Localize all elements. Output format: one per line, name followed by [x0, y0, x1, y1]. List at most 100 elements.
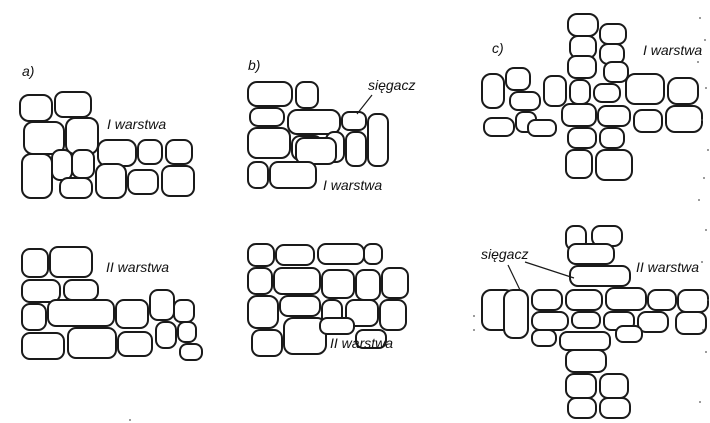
stone	[527, 119, 557, 137]
stone	[67, 327, 117, 359]
stone	[59, 177, 93, 199]
stone	[247, 127, 291, 159]
stone	[161, 165, 195, 197]
scan-speck	[701, 261, 703, 263]
stone	[647, 289, 677, 311]
stone	[675, 311, 707, 335]
stone	[149, 289, 175, 321]
stone	[677, 289, 709, 313]
panel-c-callout-label: sięgacz	[481, 246, 528, 262]
stone	[319, 317, 355, 335]
stone	[599, 373, 629, 399]
stone	[21, 248, 49, 278]
stone	[569, 79, 591, 105]
stone	[483, 117, 515, 137]
scan-speck	[705, 351, 707, 353]
stone	[165, 139, 193, 165]
stone	[97, 139, 137, 167]
stone	[509, 91, 541, 111]
panel-b-callout-label: sięgacz	[368, 77, 415, 93]
panel-c-callout-leader-2	[524, 261, 575, 279]
stone-group-c-upper	[481, 13, 703, 181]
stone	[295, 137, 337, 165]
panel-a-upper-layer-label: I warstwa	[107, 116, 166, 132]
stone	[565, 349, 607, 373]
scan-speck	[704, 39, 706, 41]
stone	[19, 94, 53, 122]
panel-c-lower-layer-label: II warstwa	[636, 259, 699, 275]
stone	[593, 83, 621, 103]
stone	[637, 311, 669, 333]
stone	[561, 103, 597, 127]
stone	[381, 267, 409, 299]
scan-speck	[473, 329, 475, 331]
stone	[137, 139, 163, 165]
stone	[567, 13, 599, 37]
stone	[275, 244, 315, 266]
panel-a-lower-layer-label: II warstwa	[106, 259, 169, 275]
stone	[21, 303, 47, 331]
stone	[345, 299, 379, 327]
stone	[247, 243, 275, 267]
scan-speck	[699, 17, 701, 19]
stone-group-a-lower	[21, 246, 203, 361]
stone	[481, 73, 505, 109]
stone	[543, 75, 567, 107]
stone	[531, 311, 569, 331]
stone	[667, 77, 699, 105]
stone	[597, 105, 631, 127]
panel-b-lower-layer-label: II warstwa	[330, 335, 393, 351]
stone	[363, 243, 383, 265]
stone	[633, 109, 663, 133]
stone	[367, 113, 389, 167]
stone	[567, 243, 615, 265]
stone	[23, 121, 65, 155]
stone	[599, 397, 631, 419]
scan-speck	[703, 177, 705, 179]
stone	[127, 169, 159, 195]
stone-group-c-lower	[481, 225, 709, 419]
stone	[117, 331, 153, 357]
stone	[341, 111, 367, 131]
stone	[565, 373, 597, 399]
stone	[247, 161, 269, 189]
scan-speck	[705, 87, 707, 89]
stone-group-b-lower	[247, 243, 409, 357]
stone	[54, 91, 92, 118]
stone	[71, 149, 95, 179]
stone	[505, 67, 531, 91]
stone	[21, 279, 61, 303]
stone	[599, 127, 625, 149]
stone	[65, 117, 99, 155]
scan-specks	[129, 17, 709, 421]
panel-a-label: a)	[22, 63, 34, 79]
stone	[283, 317, 327, 355]
stone	[565, 149, 593, 179]
scan-speck	[702, 329, 704, 331]
stone	[569, 265, 631, 287]
stone	[603, 61, 629, 83]
stone	[287, 109, 341, 135]
stone	[317, 243, 365, 265]
stone	[95, 163, 127, 199]
stone	[21, 332, 65, 360]
panel-c-callout-leader-1	[507, 264, 521, 291]
stone	[355, 269, 381, 301]
scan-speck	[707, 299, 709, 301]
stone	[173, 299, 195, 323]
scan-speck	[698, 199, 700, 201]
stone	[531, 329, 557, 347]
stone	[177, 321, 197, 343]
panel-c-upper-layer-label: I warstwa	[643, 42, 702, 58]
stone	[625, 73, 665, 105]
scan-speck	[705, 229, 707, 231]
stone	[247, 81, 293, 107]
panel-c-label: c)	[492, 40, 504, 56]
scan-speck	[129, 419, 131, 421]
scan-speck	[707, 149, 709, 151]
stone	[615, 325, 643, 343]
panel-b-upper-layer-label: I warstwa	[323, 177, 382, 193]
stone	[531, 289, 563, 311]
stone	[559, 331, 611, 351]
stone	[279, 295, 321, 317]
